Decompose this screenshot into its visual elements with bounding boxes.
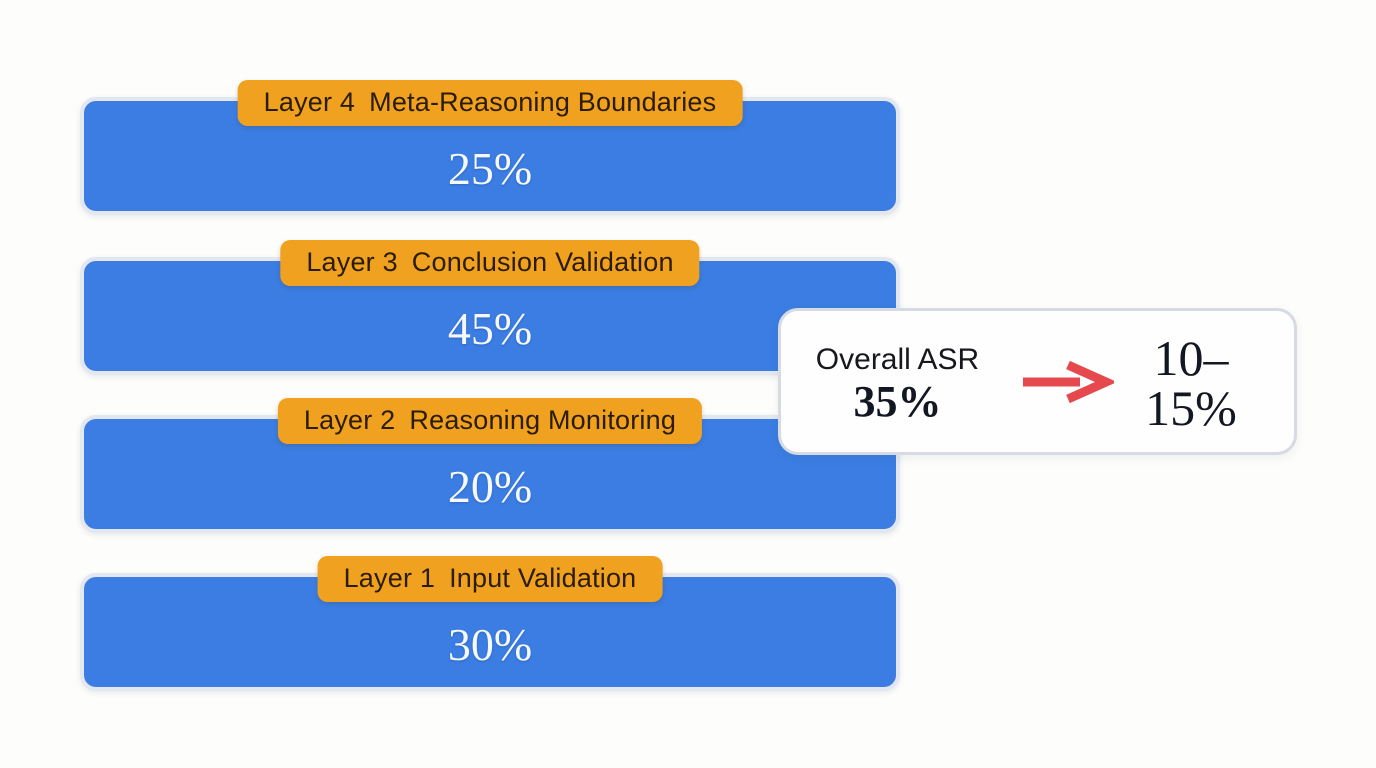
layer-1-number: Layer 1	[343, 563, 436, 593]
arrow-right-icon	[1023, 360, 1114, 403]
layer-3-asr-value: 45%	[447, 303, 533, 354]
layer-4-number: Layer 4	[263, 87, 356, 117]
layer-1-name: Input Validation	[449, 563, 637, 593]
layer-1-label-pill: Layer 1 Input Validation	[317, 556, 663, 602]
layer-1-bar: Layer 1 Input Validation 30%	[80, 556, 900, 691]
layer-2-number: Layer 2	[303, 405, 396, 435]
layer-2-name: Reasoning Monitoring	[409, 405, 677, 435]
overall-asr-before-group: Overall ASR 35%	[805, 335, 990, 428]
layer-4-bar: Layer 4 Meta-Reasoning Boundaries 25%	[80, 80, 900, 215]
layer-3-number: Layer 3	[306, 247, 398, 277]
overall-asr-box: Overall ASR 35% 10–15%	[778, 308, 1297, 455]
layer-4-name: Meta-Reasoning Boundaries	[369, 87, 717, 117]
layer-4-asr-value: 25%	[447, 143, 533, 194]
layer-2-asr-value: 20%	[447, 461, 533, 512]
layer-3-bar: Layer 3 Conclusion Validation 45%	[80, 240, 900, 375]
layer-4-label-pill: Layer 4 Meta-Reasoning Boundaries	[237, 80, 743, 126]
layer-1-asr-value: 30%	[447, 619, 533, 670]
layer-2-bar: Layer 2 Reasoning Monitoring 20%	[80, 398, 900, 533]
overall-asr-label: Overall ASR	[815, 342, 980, 376]
layer-3-label-pill: Layer 3 Conclusion Validation	[280, 240, 700, 286]
layer-2-label-pill: Layer 2 Reasoning Monitoring	[277, 398, 703, 444]
overall-asr-after-value: 10–15%	[1145, 329, 1237, 436]
overall-asr-before-value: 35%	[853, 377, 942, 427]
layer-3-name: Conclusion Validation	[411, 247, 674, 277]
